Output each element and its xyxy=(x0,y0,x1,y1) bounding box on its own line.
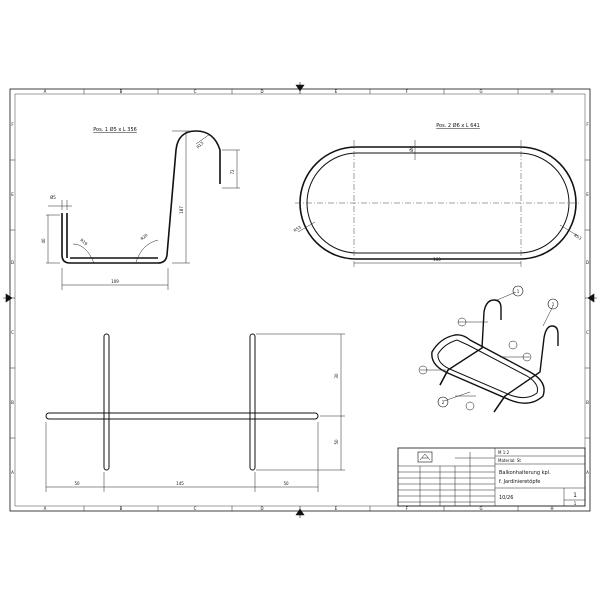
zone-left-1: F xyxy=(11,122,14,127)
part2-title: Pos. 2 Ø6 x L 641 xyxy=(436,122,480,129)
part1-dim-height: 187 xyxy=(179,206,184,214)
zone-right-2: E xyxy=(586,192,589,197)
zone-right-4: C xyxy=(586,330,589,335)
zone-bot-7: G xyxy=(479,506,482,511)
zone-right-5: B xyxy=(586,400,589,405)
front-dim-bot-h: 50 xyxy=(334,439,339,445)
zone-right-3: D xyxy=(586,260,589,265)
tb-scale: M 1:2 xyxy=(498,450,510,455)
front-post-left xyxy=(103,333,110,471)
zone-bot-5: E xyxy=(335,506,338,511)
front-dim-top-h: 30 xyxy=(334,373,339,379)
front-dim-left-w: 50 xyxy=(74,481,80,486)
zone-left-4: C xyxy=(11,330,14,335)
zone-top-7: G xyxy=(479,89,482,94)
zone-top-4: D xyxy=(260,89,263,94)
zone-bot-4: D xyxy=(260,506,263,511)
part2-view: Pos. 2 Ø6 x L 641 Ø6 R53 R53 160 xyxy=(293,122,583,268)
tb-name-1: Balkonhalterung kpl. xyxy=(499,470,551,476)
part1-title: Pos. 1 Ø5 x L 356 xyxy=(93,126,137,133)
zone-top-2: B xyxy=(120,89,123,94)
zone-left-2: E xyxy=(11,192,14,197)
iso-hook-right xyxy=(493,325,559,413)
zone-letters: A B C D E F G H A B C D E F G H F E D C … xyxy=(11,89,589,511)
center-arrow-left xyxy=(3,293,15,303)
part2-dim-length: 160 xyxy=(433,257,441,262)
zone-top-8: H xyxy=(550,89,553,94)
tb-sheet-total: 1 xyxy=(574,501,577,506)
zone-top-1: A xyxy=(44,89,47,94)
isometric-view: 1 1 2 xyxy=(418,285,559,413)
tb-number: 10/26 xyxy=(499,495,513,501)
part1-dim-r-left: R19 xyxy=(79,237,89,246)
part1-view: Pos. 1 Ø5 x L 356 Ø5 40 R19 R20 187 109 … xyxy=(41,126,240,290)
zone-bot-2: B xyxy=(120,506,123,511)
part1-dim-r-right: R20 xyxy=(139,232,149,241)
zone-bot-6: F xyxy=(406,506,409,511)
tb-name-2: f. Jardinieretöpfe xyxy=(499,479,540,485)
zone-bot-1: A xyxy=(44,506,47,511)
balloon-1b-label: 1 xyxy=(552,302,555,307)
balloon-2 xyxy=(437,396,449,408)
zone-left-5: B xyxy=(11,400,14,405)
iso-hook-left xyxy=(439,299,502,386)
zone-bot-8: H xyxy=(550,506,553,511)
zone-bot-3: C xyxy=(194,506,197,511)
zone-top-6: F xyxy=(406,89,409,94)
balloon-1b xyxy=(547,298,559,310)
balloon-2-label: 2 xyxy=(442,400,445,405)
tb-sheet: 1 xyxy=(573,492,577,499)
part2-dim-r-left: R53 xyxy=(293,224,303,232)
front-post-right xyxy=(249,333,256,471)
zone-top-5: E xyxy=(335,89,338,94)
balloon-1a xyxy=(512,285,524,297)
part1-dim-hook-len: 72 xyxy=(230,169,235,175)
assembly-front-view: 30 50 50 145 50 xyxy=(45,333,345,492)
part1-wire xyxy=(61,130,221,264)
part2-dim-thick: Ø6 xyxy=(409,146,414,152)
zone-top-3: C xyxy=(194,89,197,94)
front-dim-right-w: 50 xyxy=(283,481,289,486)
tb-material: Material: St xyxy=(498,458,521,463)
zone-right-6: A xyxy=(586,470,589,475)
zone-right-1: F xyxy=(586,122,589,127)
part1-dim-d-left: Ø5 xyxy=(50,195,56,200)
part1-dim-width: 109 xyxy=(111,279,119,284)
part1-dim-h-left: 40 xyxy=(41,238,46,244)
center-arrow-bottom xyxy=(295,506,305,518)
center-arrow-top xyxy=(295,82,305,94)
balloon-1a-label: 1 xyxy=(517,289,520,294)
center-arrow-right xyxy=(585,293,597,303)
zone-left-6: A xyxy=(11,470,14,475)
part1-dim-hook-r: R13 xyxy=(195,140,204,149)
zone-left-3: D xyxy=(11,260,14,265)
front-dim-mid-w: 145 xyxy=(176,481,184,486)
iso-ring xyxy=(431,334,545,404)
inner-frame xyxy=(14,93,586,507)
zone-ticks xyxy=(10,89,590,511)
company-logo xyxy=(417,451,433,463)
front-bar-horizontal xyxy=(45,412,319,420)
title-block: M 1:2 Material: St Balkonhalterung kpl. … xyxy=(397,447,586,507)
part2-dim-r-right: R53 xyxy=(573,233,583,241)
